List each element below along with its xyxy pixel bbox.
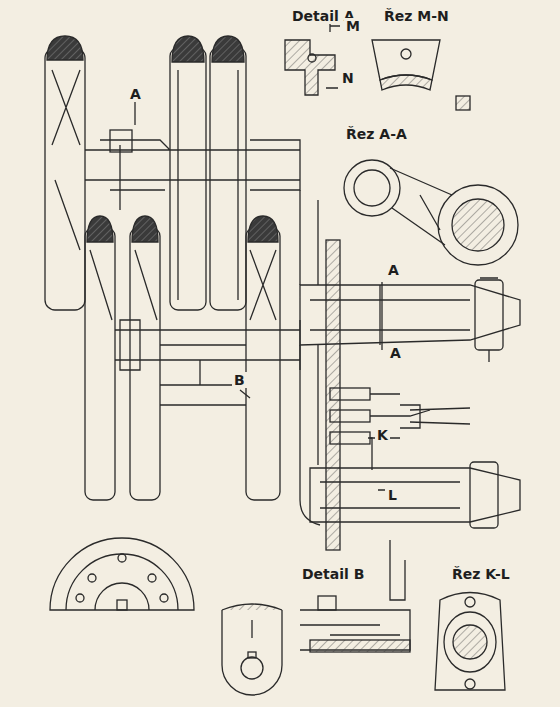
- section-symbol: [456, 96, 470, 110]
- section-letter: N: [340, 70, 356, 86]
- bushing: [475, 280, 503, 350]
- road-wheel: [85, 228, 115, 500]
- view-label: Řez M-N: [382, 8, 451, 24]
- view-label: Řez A-A: [344, 126, 409, 142]
- section-letter: K: [375, 427, 390, 443]
- section-k-l: [435, 593, 505, 691]
- shaft-end: [222, 604, 282, 695]
- section-letter: M: [344, 18, 362, 34]
- section-a-a: [344, 160, 518, 265]
- view-label: Detail B: [300, 566, 366, 582]
- hub-bolt: [110, 130, 132, 152]
- section-m-n: [372, 40, 440, 90]
- bushing: [470, 462, 498, 528]
- callout-letter: B: [232, 372, 247, 388]
- wheel-face-view: [50, 538, 194, 610]
- detail-a-view: [285, 22, 340, 95]
- swing-arm: [300, 285, 520, 345]
- road-wheel: [45, 48, 85, 310]
- section-letter: A: [388, 345, 403, 361]
- section-letter: L: [386, 487, 399, 503]
- view-label: Řez K-L: [450, 566, 512, 582]
- section-letter: A: [386, 262, 401, 278]
- bolt-group: [330, 388, 470, 444]
- hull-plate: [326, 240, 340, 550]
- road-wheel: [210, 48, 246, 310]
- swing-arm: [310, 468, 520, 522]
- detail-b-view: [300, 540, 410, 652]
- road-wheel: [246, 228, 280, 500]
- road-wheel: [130, 228, 160, 500]
- callout-letter: A: [128, 86, 143, 102]
- road-wheel: [170, 48, 206, 310]
